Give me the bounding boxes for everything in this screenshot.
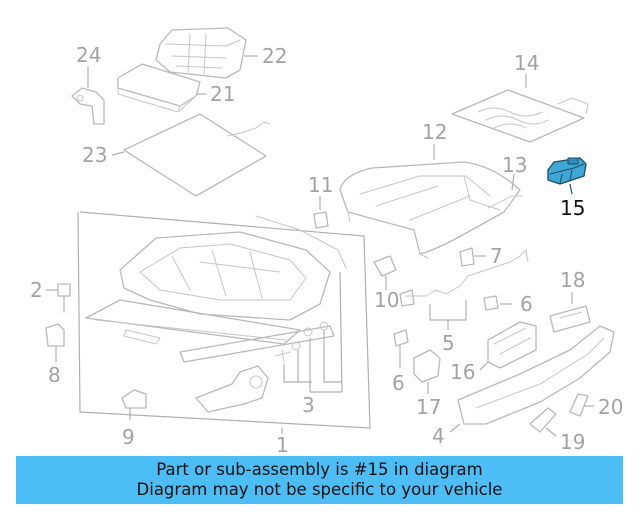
- callout-23: 23: [82, 143, 107, 167]
- seat-frame-assembly: [85, 215, 347, 393]
- callout-8: 8: [48, 363, 61, 387]
- part-8-clip: [45, 323, 65, 362]
- part-15-switch: [547, 157, 587, 195]
- part-6-screw-a: [483, 295, 512, 311]
- part-22-module: [155, 27, 258, 79]
- info-banner: Part or sub-assembly is #15 in diagram D…: [16, 456, 623, 504]
- part-14-mat: [451, 74, 589, 143]
- callout-11: 11: [308, 173, 333, 197]
- callout-3: 3: [302, 393, 315, 417]
- part-6-screw-b: [393, 329, 409, 368]
- part-10-clip: [373, 255, 397, 290]
- callout-4: 4: [432, 424, 445, 448]
- part-17-switch: [413, 349, 441, 394]
- part-23-heater-pad: [111, 113, 271, 197]
- parts-diagram: 22 21 24 23 14 12 13 11: [30, 27, 623, 456]
- callout-19: 19: [560, 430, 585, 454]
- callout-5: 5: [442, 331, 455, 355]
- callout-6-left: 6: [392, 371, 405, 395]
- callout-14: 14: [514, 51, 539, 75]
- part-3-fasteners: [275, 321, 342, 393]
- part-19-knob: [529, 407, 557, 437]
- callout-21: 21: [210, 82, 235, 106]
- callout-9: 9: [122, 425, 135, 449]
- callout-22: 22: [262, 44, 287, 68]
- part-11-clip: [313, 196, 329, 229]
- callout-1: 1: [276, 433, 289, 456]
- callout-10: 10: [374, 288, 399, 312]
- callout-15: 15: [560, 196, 585, 220]
- banner-line-2: Diagram may not be specific to your vehi…: [136, 480, 503, 499]
- part-20-knob: [569, 393, 594, 417]
- callout-20: 20: [598, 395, 623, 419]
- part-5-harness: [399, 249, 529, 330]
- part-4-side-trim: [449, 325, 615, 433]
- part-7-clip: [459, 247, 486, 267]
- callout-24: 24: [76, 43, 101, 67]
- callout-13: 13: [502, 153, 527, 177]
- part-16-module: [479, 321, 537, 371]
- part-1-frame: [77, 211, 371, 434]
- banner-line-1: Part or sub-assembly is #15 in diagram: [156, 460, 483, 479]
- callout-16: 16: [450, 360, 475, 384]
- callout-7: 7: [490, 244, 503, 268]
- part-12-cushion: [339, 144, 523, 259]
- seat-motor: [195, 365, 269, 413]
- callout-6-right: 6: [520, 292, 533, 316]
- part-9-cover: [121, 389, 147, 420]
- part-18-switch: [549, 292, 591, 333]
- part-21-box: [117, 63, 206, 113]
- part-2-bolt: [46, 283, 71, 313]
- callout-12: 12: [422, 120, 447, 144]
- callout-17: 17: [416, 395, 441, 419]
- callout-2: 2: [30, 278, 43, 302]
- callout-18: 18: [560, 268, 585, 292]
- part-24-bracket: [71, 66, 105, 125]
